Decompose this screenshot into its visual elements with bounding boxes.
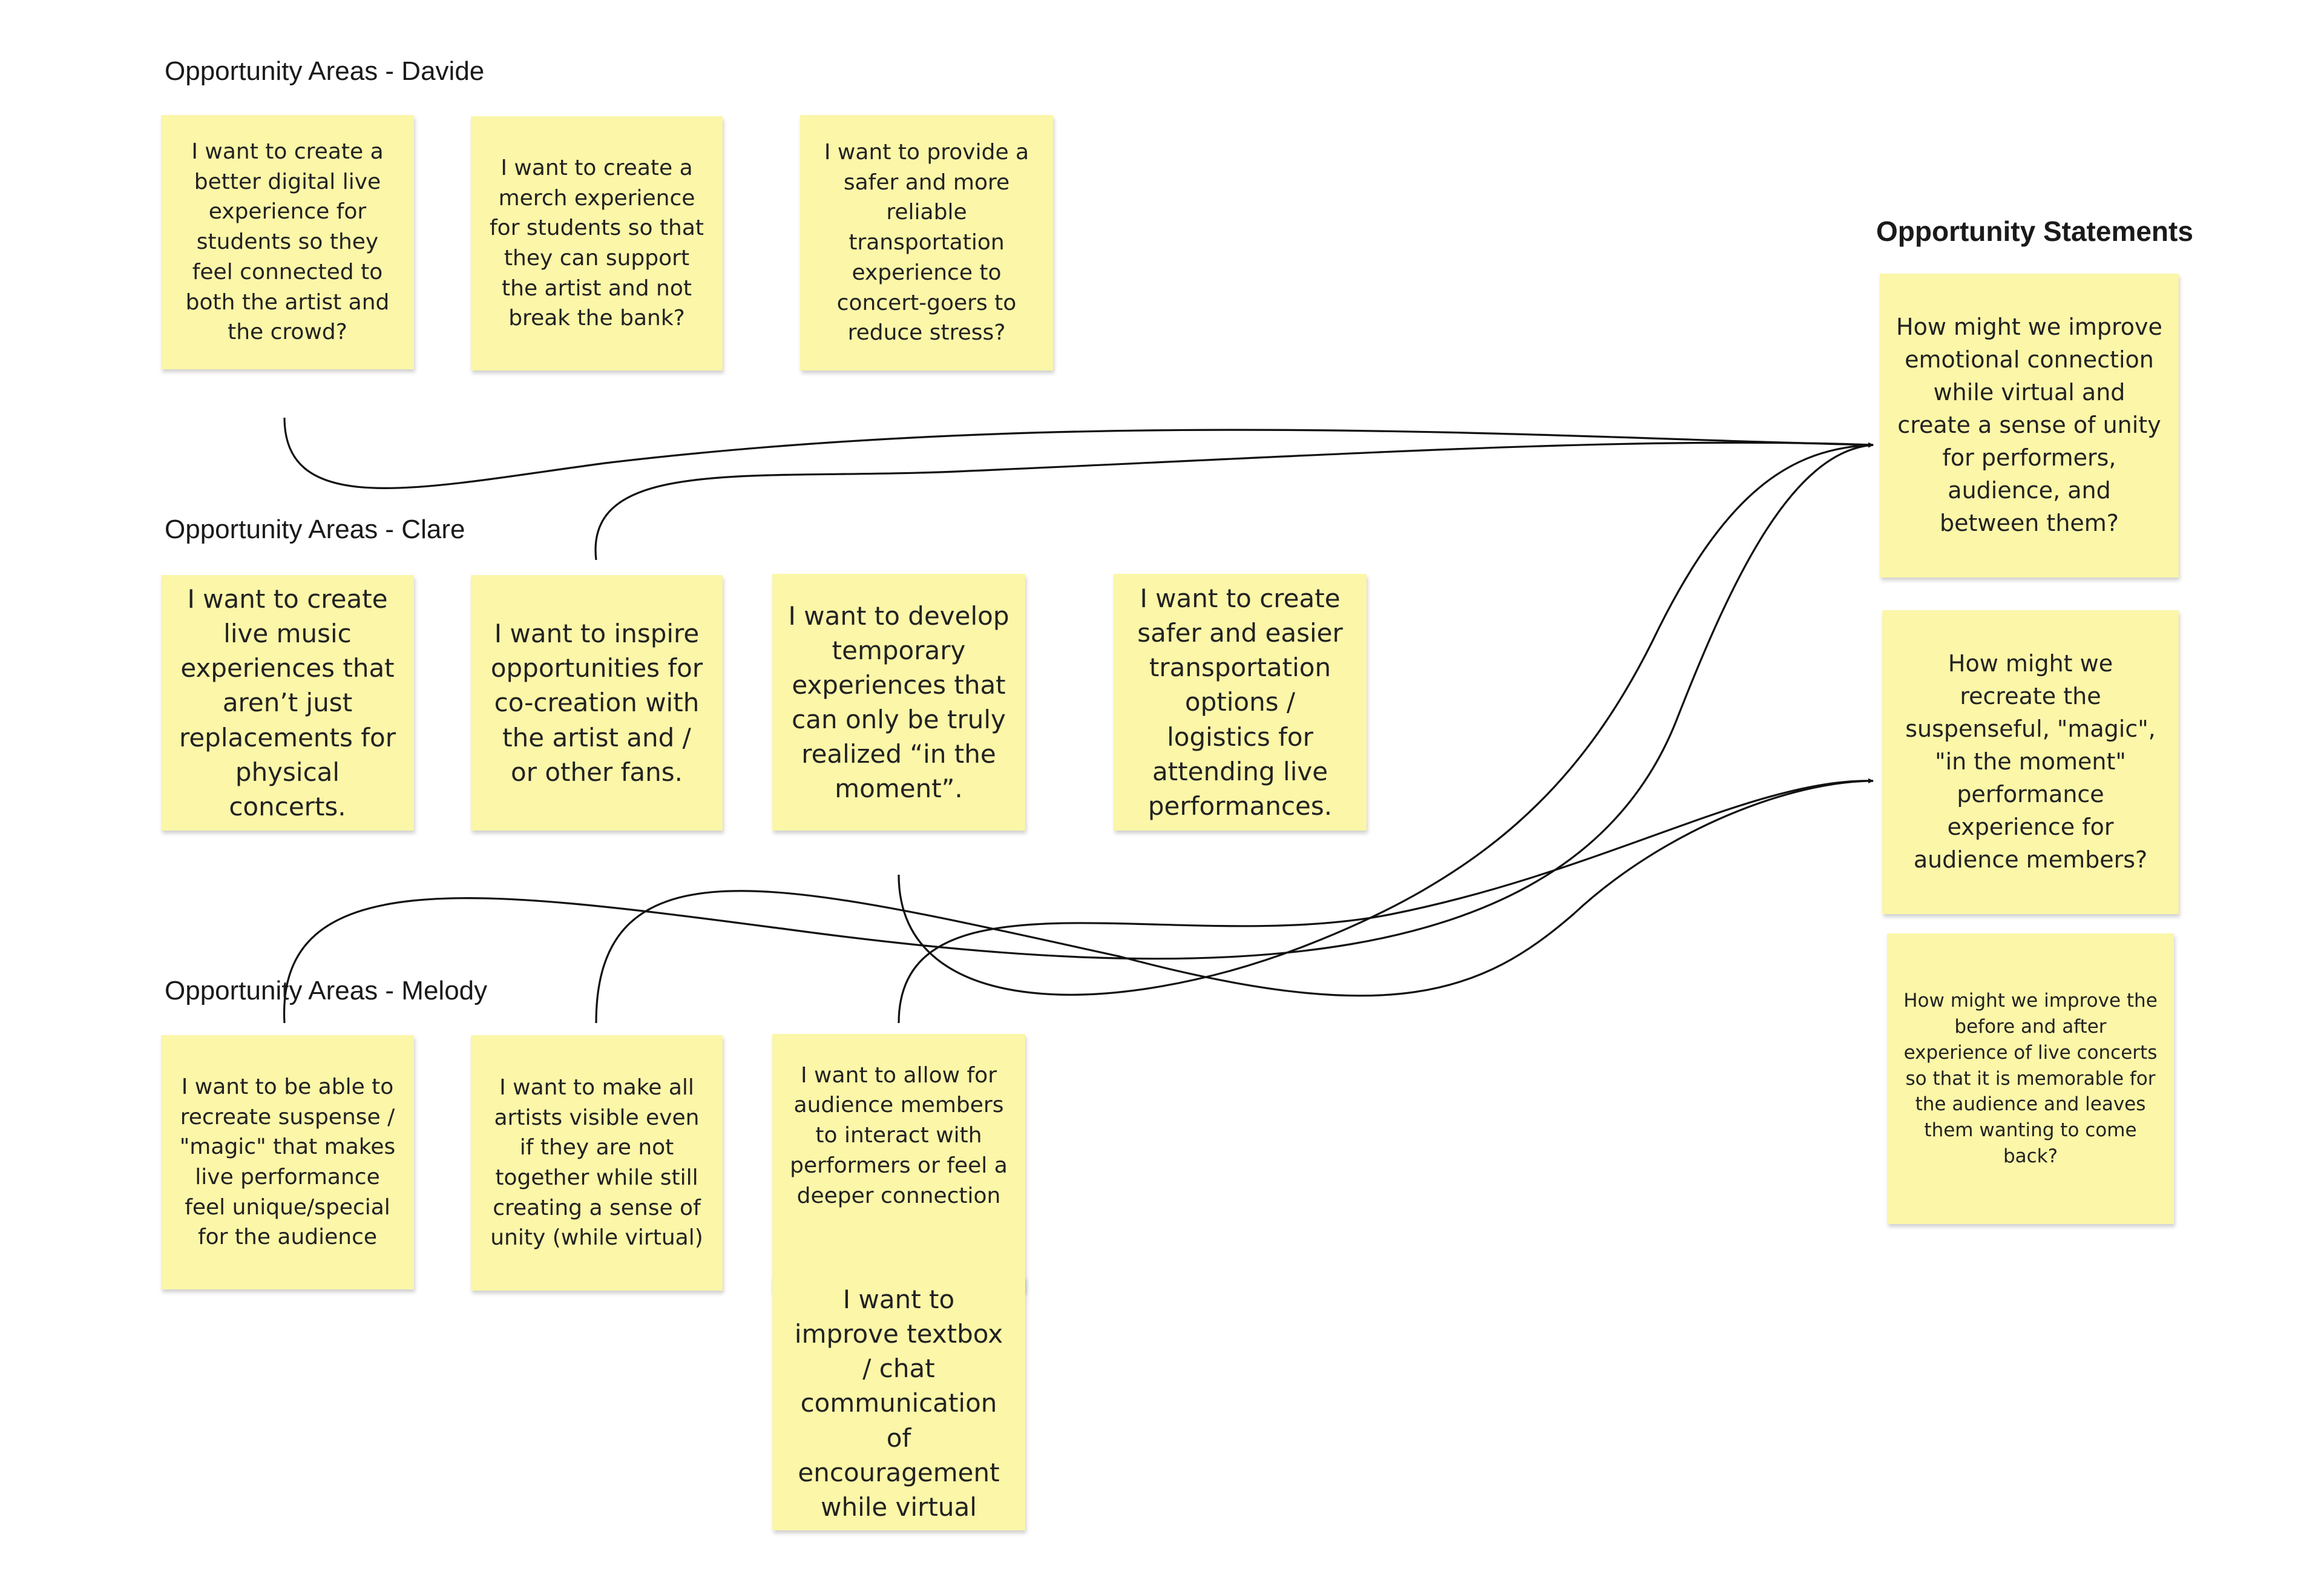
connector-clare-2-to-statement-1[interactable] <box>594 441 1874 561</box>
section-title-opportunity-statements: Opportunity Statements <box>1876 216 2193 247</box>
section-title-davide: Opportunity Areas - Davide <box>165 56 485 86</box>
sticky-note-text: How might we improve the before and afte… <box>1903 990 2158 1167</box>
sticky-note-melody-2[interactable]: I want to make all artists visible even … <box>471 1035 723 1291</box>
sticky-note-text: I want to inspire opportunities for co-c… <box>490 619 703 787</box>
sticky-note-text: I want to allow for audience members to … <box>790 1062 1008 1208</box>
connector-melody-3-to-statement-2[interactable] <box>898 778 1874 1024</box>
sticky-note-melody-1[interactable]: I want to be able to recreate suspense /… <box>161 1035 414 1289</box>
sticky-note-melody-4[interactable]: I want to improve textbox / chat communi… <box>772 1276 1025 1530</box>
sticky-note-text: How might we improve emotional connectio… <box>1896 314 2162 536</box>
sticky-note-davide-3[interactable]: I want to provide a safer and more relia… <box>800 115 1053 370</box>
sticky-note-text: I want to be able to recreate suspense /… <box>179 1074 396 1250</box>
sticky-note-text: I want to develop temporary experiences … <box>788 601 1009 804</box>
sticky-note-clare-3[interactable]: I want to develop temporary experiences … <box>772 574 1025 831</box>
sticky-note-text: I want to create safer and easier transp… <box>1137 584 1343 821</box>
connector-davide-1-to-statement-1[interactable] <box>283 417 1874 490</box>
sticky-note-clare-2[interactable]: I want to inspire opportunities for co-c… <box>471 575 723 831</box>
sticky-note-text: I want to create live music experiences … <box>179 584 396 821</box>
sticky-note-text: I want to create a merch experience for … <box>489 155 704 331</box>
sticky-note-text: How might we recreate the suspenseful, "… <box>1905 650 2156 873</box>
sticky-note-text: I want to provide a safer and more relia… <box>824 140 1029 346</box>
connector-clare-3-to-statement-1[interactable] <box>898 443 1874 996</box>
sticky-note-text: I want to create a better digital live e… <box>185 139 390 345</box>
sticky-note-statement-3[interactable]: How might we improve the before and afte… <box>1887 933 2174 1224</box>
sticky-note-melody-3[interactable]: I want to allow for audience members to … <box>772 1034 1025 1292</box>
sticky-note-davide-2[interactable]: I want to create a merch experience for … <box>471 116 723 370</box>
sticky-note-clare-1[interactable]: I want to create live music experiences … <box>161 575 414 831</box>
sticky-note-statement-1[interactable]: How might we improve emotional connectio… <box>1880 274 2179 578</box>
sticky-note-text: I want to make all artists visible even … <box>490 1075 703 1251</box>
sticky-note-clare-4[interactable]: I want to create safer and easier transp… <box>1114 574 1367 831</box>
section-title-clare: Opportunity Areas - Clare <box>165 515 465 544</box>
section-title-melody: Opportunity Areas - Melody <box>165 976 488 1005</box>
sticky-note-text: I want to improve textbox / chat communi… <box>794 1285 1003 1522</box>
sticky-note-davide-1[interactable]: I want to create a better digital live e… <box>161 115 414 369</box>
sticky-note-statement-2[interactable]: How might we recreate the suspenseful, "… <box>1882 610 2179 914</box>
